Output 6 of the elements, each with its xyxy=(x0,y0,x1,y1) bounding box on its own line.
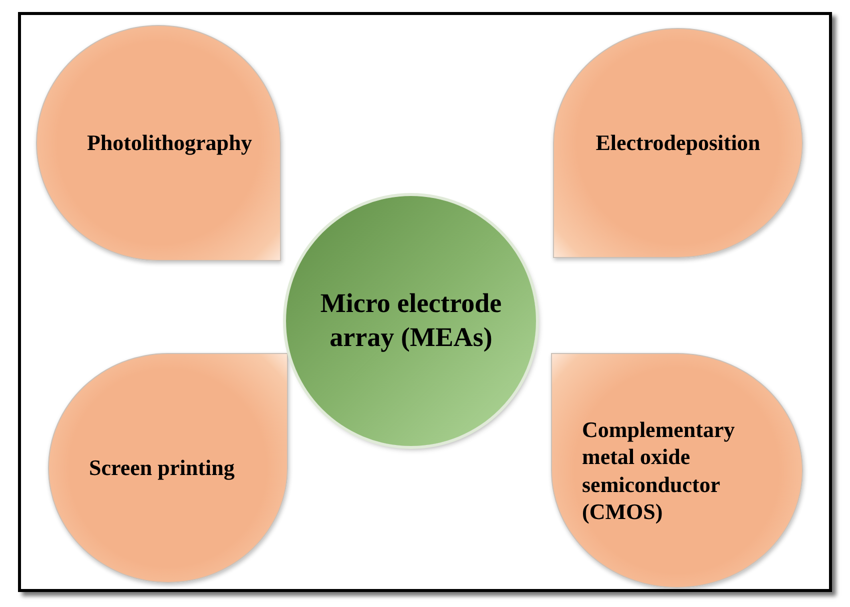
teardrop-shape xyxy=(551,353,803,588)
node-label: Electrodeposition xyxy=(596,129,760,157)
node-label: Micro electrode array (MEAs) xyxy=(319,287,503,354)
node-label: Photolithography xyxy=(86,129,252,157)
node-label: Complementary metal oxide semiconductor (CMOS) xyxy=(582,416,736,526)
node-label: Screen printing xyxy=(89,454,235,482)
